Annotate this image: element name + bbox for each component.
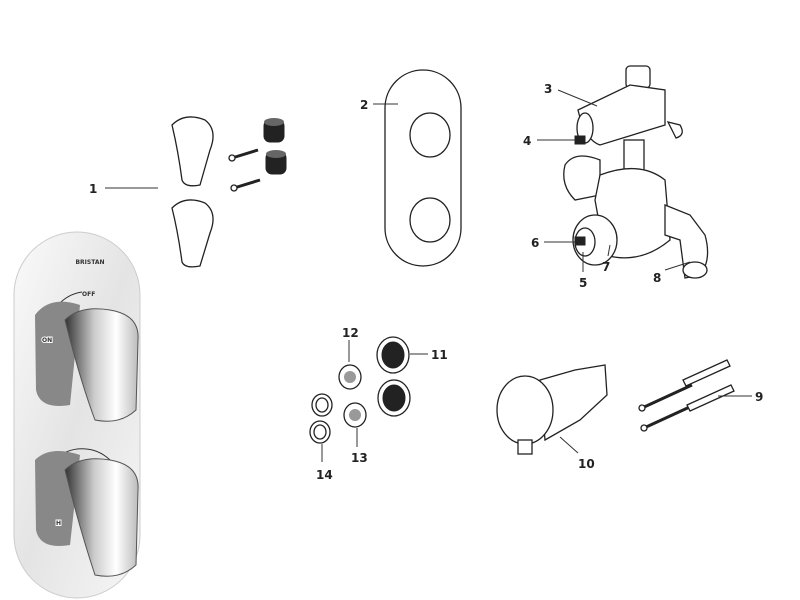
part-10-wall-outlet bbox=[496, 364, 608, 455]
callout-10: 10 bbox=[578, 457, 595, 471]
callout-1: 1 bbox=[89, 182, 97, 196]
callout-8: 8 bbox=[653, 271, 661, 285]
callout-5: 5 bbox=[579, 276, 587, 290]
callout-leaders bbox=[105, 89, 752, 462]
seals-and-filters bbox=[309, 336, 411, 444]
callout-14: 14 bbox=[316, 468, 333, 482]
callout-labels: 1 2 3 4 5 6 7 8 9 10 11 12 13 14 bbox=[89, 82, 763, 482]
lower-handle-photo bbox=[35, 451, 139, 577]
on-label: ON bbox=[42, 337, 52, 344]
upper-handle-photo bbox=[35, 301, 139, 422]
callout-2: 2 bbox=[360, 98, 368, 112]
callout-7: 7 bbox=[602, 260, 610, 274]
callout-13: 13 bbox=[351, 451, 368, 465]
spline-adapter-icon bbox=[265, 150, 287, 175]
brand-text: BRISTAN bbox=[75, 259, 104, 266]
callout-4: 4 bbox=[523, 134, 531, 148]
assembled-valve-photo: BRISTAN OFF ON H bbox=[13, 231, 141, 599]
screw-icon bbox=[230, 178, 261, 192]
part-1-handles bbox=[171, 116, 287, 268]
spline-adapter-icon bbox=[263, 118, 285, 143]
callout-11: 11 bbox=[431, 348, 448, 362]
screw-icon bbox=[228, 148, 259, 162]
part-9-fixings bbox=[638, 359, 735, 432]
valve-body-assembly bbox=[563, 65, 709, 279]
callout-3: 3 bbox=[544, 82, 552, 96]
hot-label: H bbox=[56, 520, 61, 527]
part-2-faceplate bbox=[384, 69, 462, 267]
callout-6: 6 bbox=[531, 236, 539, 250]
off-label: OFF bbox=[82, 291, 95, 298]
callout-9: 9 bbox=[755, 390, 763, 404]
callout-12: 12 bbox=[342, 326, 359, 340]
